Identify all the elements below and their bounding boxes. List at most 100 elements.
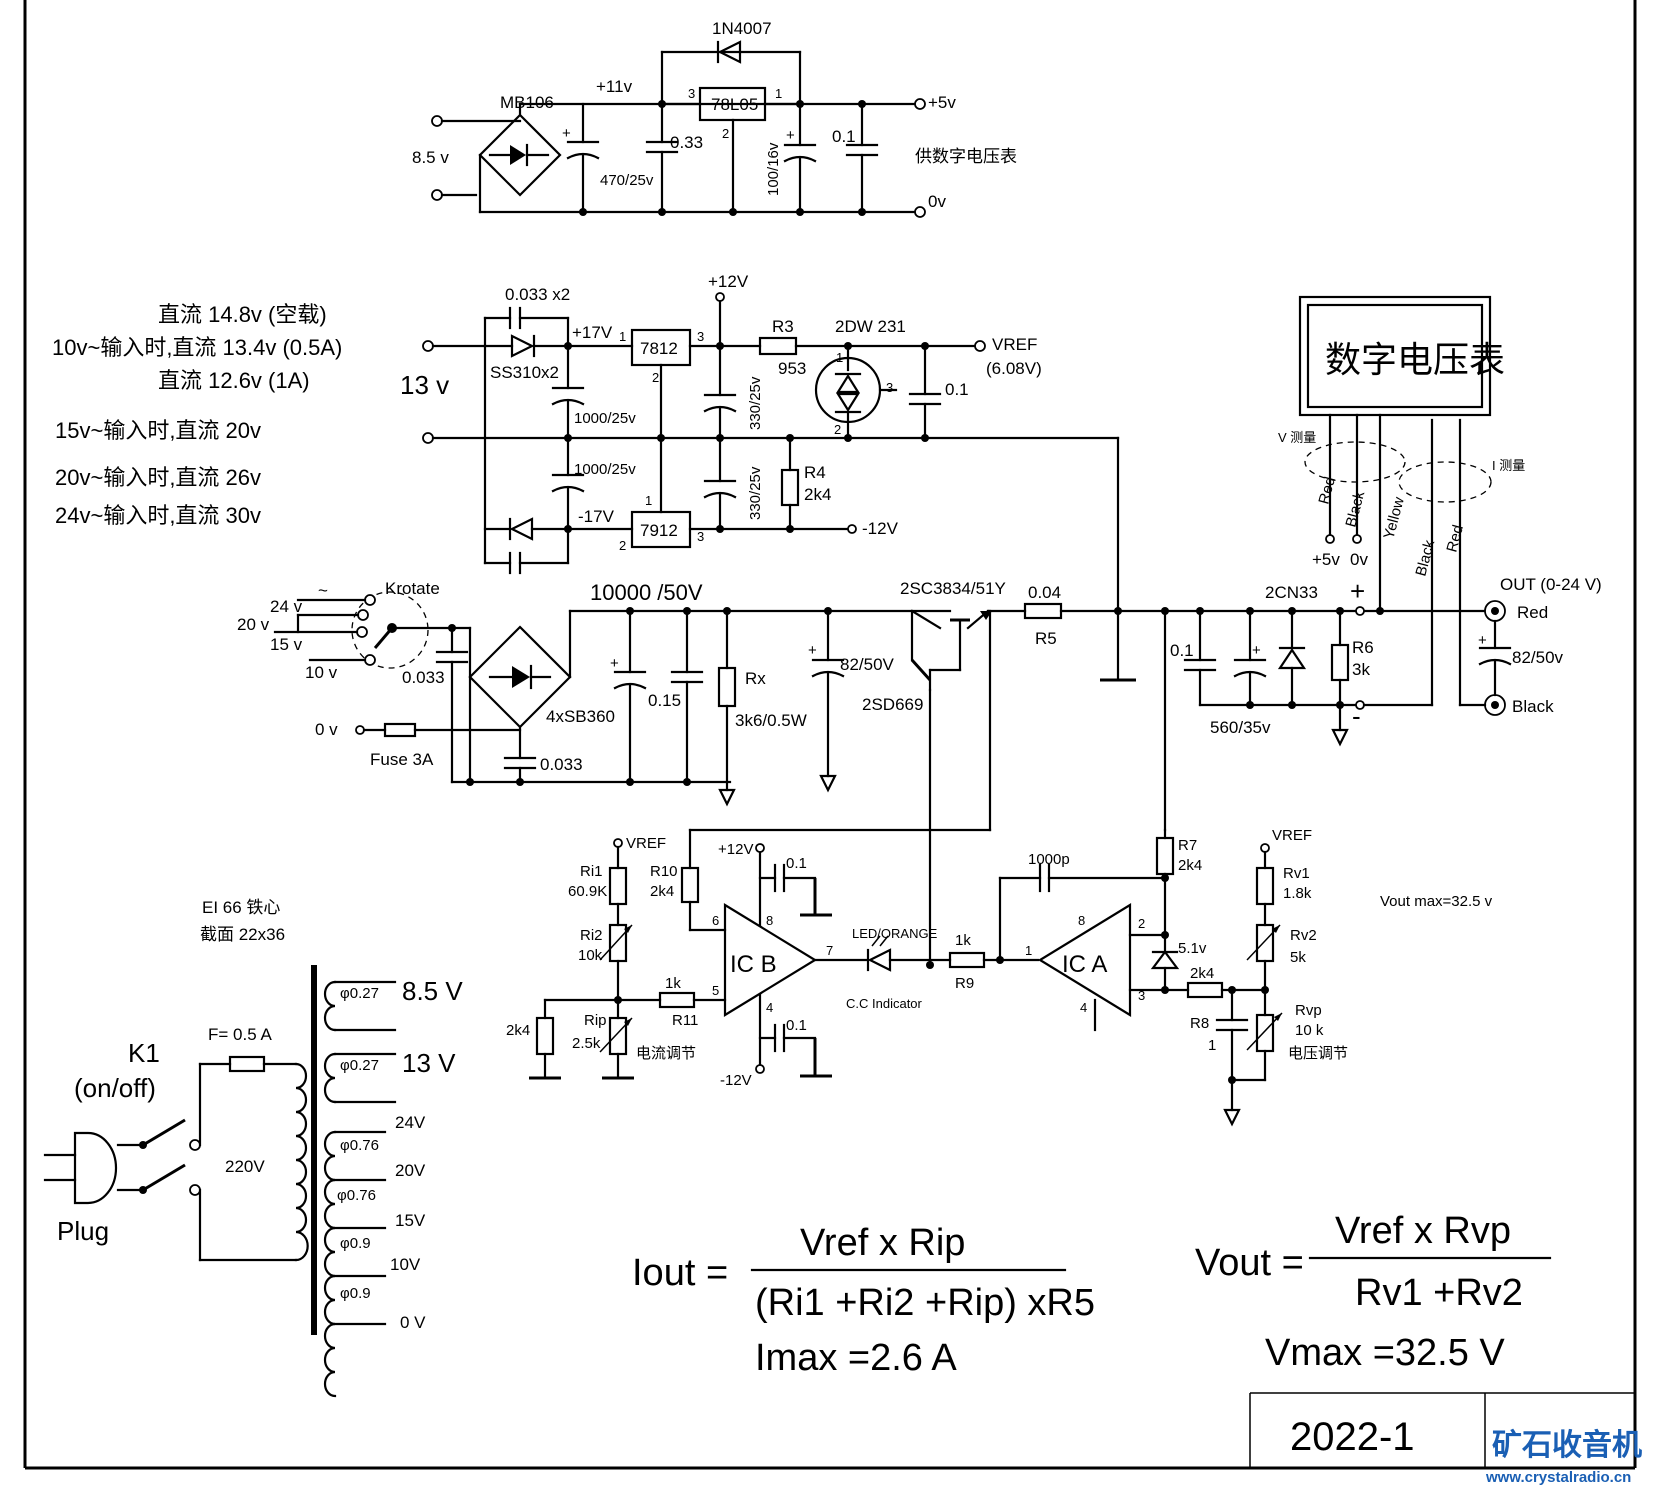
label-r6: R6 bbox=[1352, 638, 1374, 657]
tx-core: EI 66 铁心 bbox=[202, 898, 280, 917]
label-caps-x2: 0.033 x2 bbox=[505, 285, 570, 304]
meter-wire-yellow: Yellow bbox=[1380, 495, 1408, 541]
label-r4-val: 2k4 bbox=[804, 485, 831, 504]
ctl-cc: C.C Indicator bbox=[846, 996, 923, 1011]
ctl-ica-pin8: 8 bbox=[1078, 913, 1085, 928]
watermark-cn: 矿石收音机 bbox=[1492, 1428, 1642, 1462]
vout-den: Rv1 +Rv2 bbox=[1355, 1272, 1523, 1314]
ctl-icb-pin6: 6 bbox=[712, 913, 719, 928]
label-82-50v: 82/50V bbox=[840, 655, 895, 674]
label-r5: R5 bbox=[1035, 629, 1057, 648]
iout-den: (Ri1 +Ri2 +Rip) xR5 bbox=[755, 1282, 1095, 1324]
meter-wire-black-2: Black bbox=[1412, 538, 1438, 578]
pin-7812-1: 1 bbox=[619, 329, 626, 344]
ctl-r9-val: 1k bbox=[955, 932, 971, 949]
note-10v: 10v~输入时,直流 13.4v (0.5A) bbox=[52, 335, 342, 360]
control-loop bbox=[529, 828, 1283, 1127]
label-mb106: MB106 bbox=[500, 93, 554, 112]
ctl-rip-val: 2.5k bbox=[572, 1035, 601, 1052]
ctl-ica-pin1: 1 bbox=[1025, 943, 1032, 958]
meter-v-tag: V 测量 bbox=[1278, 430, 1316, 445]
ctl-r10-val: 2k4 bbox=[650, 883, 674, 900]
label-tap-0: 0 v bbox=[315, 720, 338, 739]
label-2cn33: 2CN33 bbox=[1265, 583, 1318, 602]
label-out-plus: + bbox=[1350, 576, 1365, 606]
ctl-ica-pin2: 2 bbox=[1138, 916, 1145, 931]
label-plus12: +12V bbox=[708, 272, 749, 291]
drawing-frame bbox=[23, 0, 1637, 1470]
ctl-ri2: Ri2 bbox=[580, 927, 603, 944]
label-r3: R3 bbox=[772, 317, 794, 336]
label-vref: VREF bbox=[992, 335, 1037, 354]
pin-7912-2: 2 bbox=[619, 538, 626, 553]
label-8v5: 8.5 v bbox=[412, 148, 449, 167]
label-r4: R4 bbox=[804, 463, 826, 482]
note-10v-1a: 直流 12.6v (1A) bbox=[158, 368, 310, 393]
iout-lhs: Iout = bbox=[632, 1252, 728, 1294]
label-10000uf: 10000 /50V bbox=[590, 580, 703, 605]
pin-ref-2: 2 bbox=[834, 422, 841, 437]
ctl-rvp: Rvp bbox=[1295, 1002, 1322, 1019]
note-no-load: 直流 14.8v (空载) bbox=[158, 302, 327, 327]
tx-out-20: 20V bbox=[395, 1161, 426, 1180]
label-2sd669: 2SD669 bbox=[862, 695, 923, 714]
label-c82-out: 82/50v bbox=[1512, 648, 1564, 667]
tx-out-85: 8.5 V bbox=[402, 976, 463, 1006]
meter-0v: 0v bbox=[1350, 550, 1368, 569]
meter-wire-red-2: Red bbox=[1443, 523, 1467, 554]
label-033: 0.33 bbox=[670, 133, 703, 152]
label-plus17: +17V bbox=[572, 323, 613, 342]
label-vref-val: (6.08V) bbox=[986, 359, 1042, 378]
label-r6-val: 3k bbox=[1352, 660, 1370, 679]
label-1000b: 1000/25v bbox=[574, 461, 636, 478]
label-c01-ref: 0.1 bbox=[945, 380, 969, 399]
label-11v: +11v bbox=[596, 77, 633, 96]
tx-switch: K1 bbox=[128, 1038, 160, 1068]
bridge-rectifier-mb106 bbox=[478, 113, 562, 197]
ctl-ri2-val: 10k bbox=[578, 947, 603, 964]
label-pin3: 3 bbox=[688, 86, 695, 101]
tx-plug: Plug bbox=[57, 1216, 109, 1246]
ctl-vref-a: VREF bbox=[626, 835, 666, 852]
label-pin1: 1 bbox=[775, 86, 782, 101]
pin-7812-2: 2 bbox=[652, 370, 659, 385]
ctl-zener: 5.1v bbox=[1178, 940, 1207, 957]
ctl-r8-val: 2k4 bbox=[1190, 965, 1214, 982]
label-330a: 330/25v bbox=[747, 376, 764, 430]
svg-text:+: + bbox=[562, 125, 571, 142]
tx-wire-6: φ0.9 bbox=[340, 1285, 371, 1302]
digital-voltmeter bbox=[1298, 295, 1492, 613]
ctl-cur-adj: 电流调节 bbox=[636, 1045, 696, 1062]
label-7912: 7912 bbox=[640, 521, 678, 540]
meter-wire-red-1: Red bbox=[1315, 475, 1339, 506]
ctl-minus12: -12V bbox=[720, 1072, 752, 1089]
label-krotate: Krotate bbox=[385, 579, 440, 598]
label-tap-top: ~ bbox=[318, 581, 328, 600]
svg-text:+: + bbox=[1252, 642, 1261, 659]
label-c01-out: 0.1 bbox=[1170, 641, 1194, 660]
ctl-ri1-val: 60.9K bbox=[568, 883, 607, 900]
ctl-2k4: 2k4 bbox=[506, 1022, 530, 1039]
tx-mains: 220V bbox=[225, 1157, 265, 1176]
mains-transformer bbox=[43, 965, 397, 1398]
label-out-minus: - bbox=[1352, 701, 1361, 731]
supply-5v: + + bbox=[431, 40, 926, 218]
ctl-rv2: Rv2 bbox=[1290, 927, 1317, 944]
label-minus17: -17V bbox=[578, 507, 615, 526]
supply-12v bbox=[422, 292, 1136, 682]
tx-wire-1: φ0.27 bbox=[340, 985, 379, 1002]
vmax: Vmax =32.5 V bbox=[1265, 1332, 1505, 1374]
label-c033-bot: 0.033 bbox=[540, 755, 583, 774]
ctl-icb: IC B bbox=[730, 951, 777, 978]
ctl-rv1-val: 1.8k bbox=[1283, 885, 1312, 902]
label-tap-24: 24 v bbox=[270, 597, 303, 616]
label-2sc3834: 2SC3834/51Y bbox=[900, 579, 1006, 598]
ctl-r11: R11 bbox=[672, 1012, 698, 1029]
tx-wire-5: φ0.9 bbox=[340, 1235, 371, 1252]
ctl-vol-adj: 电压调节 bbox=[1288, 1045, 1348, 1062]
meter-wire-black-1: Black bbox=[1342, 489, 1368, 529]
label-c033-sw: 0.033 bbox=[402, 668, 445, 687]
ctl-vout-max: Vout max=32.5 v bbox=[1380, 893, 1493, 910]
ctl-icb-pin8: 8 bbox=[766, 913, 773, 928]
